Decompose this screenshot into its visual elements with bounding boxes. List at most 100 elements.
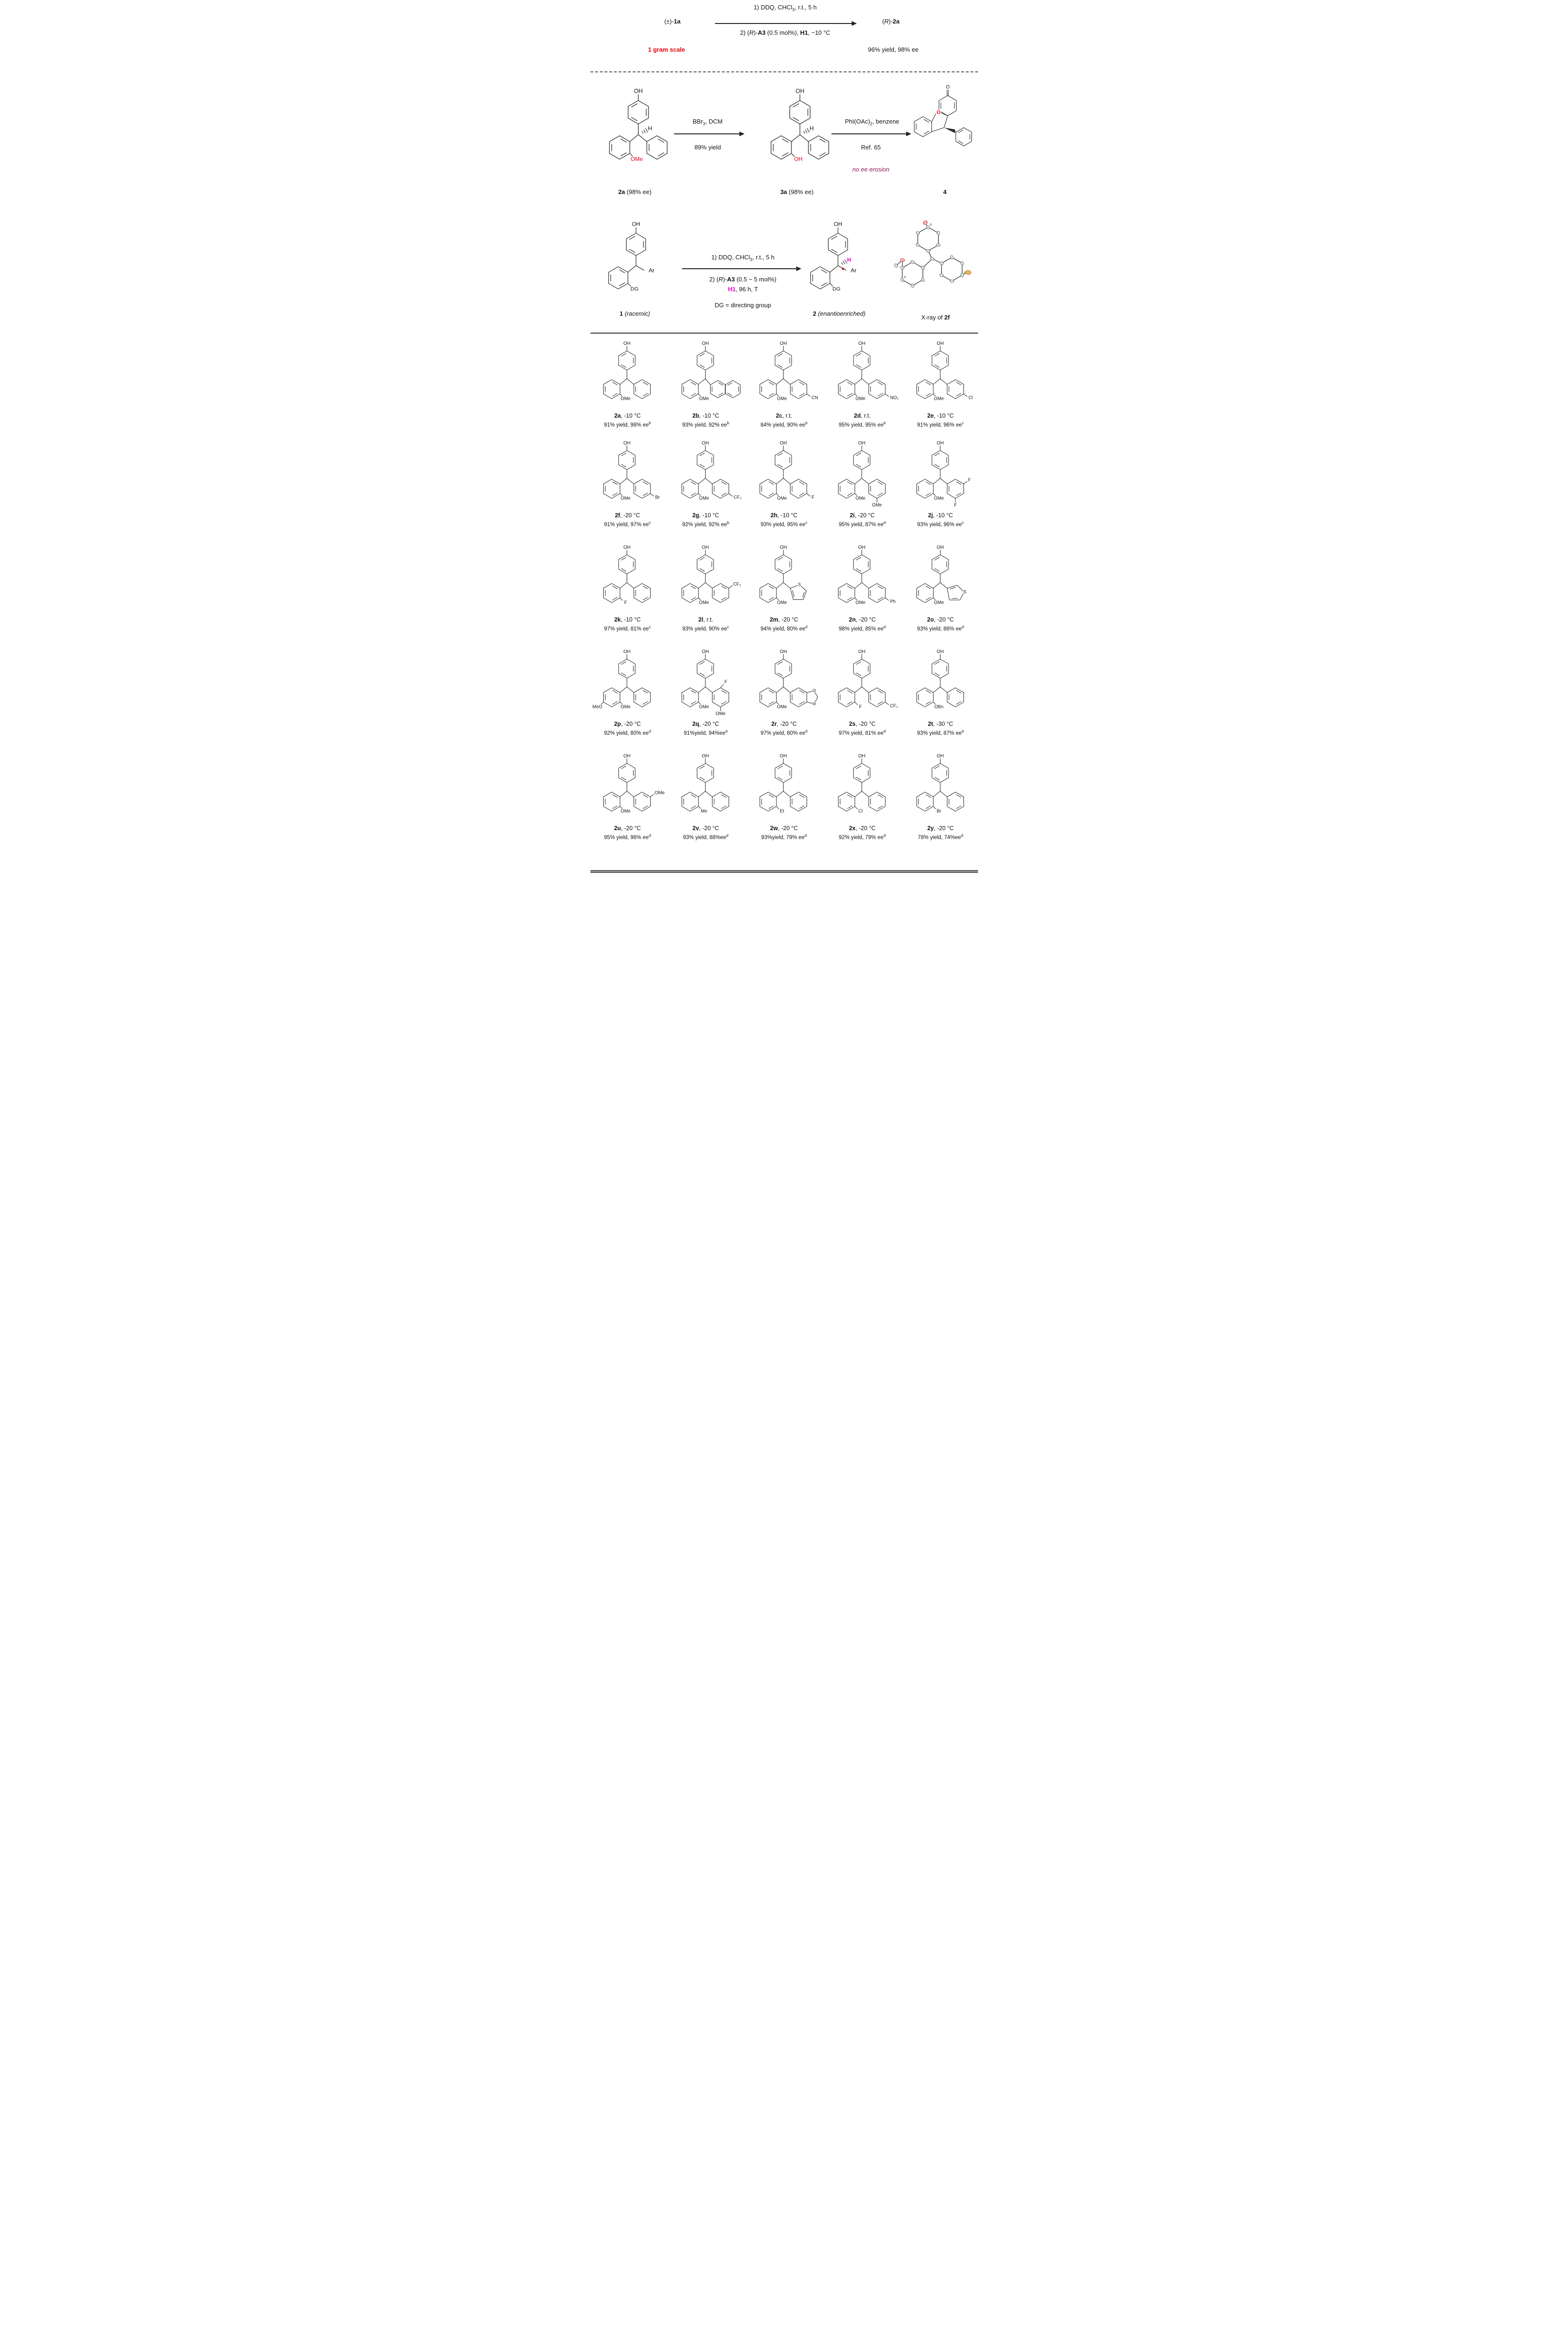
- svg-text:Ar: Ar: [850, 267, 856, 273]
- compound-id-temp: 2i, -20 °C: [850, 512, 875, 519]
- svg-text:CF₃: CF₃: [734, 495, 742, 500]
- svg-text:OH: OH: [780, 441, 787, 446]
- svg-text:OH: OH: [623, 545, 630, 550]
- compound-cell-2o: OHOMeS2o, -20 °C93% yield, 86% eed: [901, 539, 980, 644]
- svg-text:OH: OH: [795, 88, 804, 94]
- svg-text:OH: OH: [780, 649, 787, 654]
- svg-text:*: *: [841, 266, 844, 274]
- compound-structure-2y: OHBr: [902, 751, 979, 821]
- svg-text:OH: OH: [623, 649, 630, 654]
- compound-cell-2h: OHOMeF2h, -10 °C93% yield, 95% eec: [745, 435, 823, 539]
- svg-text:OMe: OMe: [699, 496, 709, 501]
- svg-text:NO₂: NO₂: [890, 396, 899, 401]
- svg-text:F: F: [968, 478, 970, 483]
- general-conditions-line3: H1, 96 h, T: [687, 286, 800, 293]
- svg-text:OMe: OMe: [699, 600, 709, 605]
- compound-cell-2s: OHFCF₃2s, -20 °C97% yield, 81% eed: [823, 644, 901, 748]
- svg-text:OH: OH: [858, 441, 865, 446]
- compound-cell-2d: OHOMeNO₂2d, r.t.95% yield, 95% eeb: [823, 335, 901, 435]
- svg-text:OMe: OMe: [855, 496, 865, 501]
- compound-cell-2r: OHOMeOO2r, -20 °C97% yield, 80% eed: [745, 644, 823, 748]
- compound-structure-2m: OHOMeS: [745, 543, 822, 612]
- svg-text:Ar: Ar: [648, 267, 654, 273]
- svg-text:OH: OH: [858, 754, 865, 759]
- xray-caption: X-ray of 2f: [896, 314, 976, 321]
- svg-text:OMe: OMe: [630, 156, 643, 162]
- compound-structure-2n: OH OMe Ph: [824, 543, 900, 612]
- svg-text:OMe: OMe: [934, 496, 944, 501]
- compound-result: 95% yield, 95% eeb: [839, 420, 886, 428]
- step1-arrow: [674, 133, 744, 134]
- compound-structure-2h: OH OMe F: [745, 438, 822, 508]
- compound-result: 97% yield, 81% eec: [604, 624, 651, 632]
- reactant-label: (±)-1a: [649, 18, 696, 25]
- svg-text:OH: OH: [623, 754, 630, 759]
- svg-text:OH: OH: [937, 754, 944, 759]
- svg-text:OMe: OMe: [621, 809, 631, 814]
- svg-text:OH: OH: [858, 341, 865, 346]
- compound-result: 98% yield, 85% eed: [839, 624, 886, 632]
- compound-result: 95% yield, 87% eed: [839, 520, 886, 528]
- svg-text:O: O: [813, 701, 816, 706]
- svg-text:OBn: OBn: [934, 704, 943, 709]
- compound-cell-2l: OHOMeCF₃2l, r.t.93% yield, 90% eec: [667, 539, 745, 644]
- svg-text:O: O: [936, 109, 940, 115]
- compound-id-temp: 2w, -20 °C: [770, 825, 798, 832]
- compound-structure-2k: OHF: [589, 543, 666, 612]
- compound-result: 92% yield, 80% eed: [604, 729, 651, 736]
- structure-2a: OHHOMe: [592, 86, 686, 173]
- compound-structure-2d: OH OMe NO₂: [824, 339, 900, 408]
- compound-result: 84% yield, 90% eeb: [761, 420, 807, 428]
- compound-cell-2u: OHOMeOMe2u, -20 °C95% yield, 96% eed: [589, 748, 667, 859]
- structure-4-label: 4: [912, 188, 978, 195]
- svg-text:OMe: OMe: [872, 503, 882, 508]
- svg-text:Ph: Ph: [890, 599, 896, 605]
- svg-text:OMe: OMe: [699, 704, 709, 709]
- compound-result: 91% yield, 96% eec: [917, 420, 964, 428]
- compound-cell-2e: OHOMeCl2e, -10 °C91% yield, 96% eec: [901, 335, 980, 435]
- compound-cell-2x: OHCl2x, -20 °C92% yield, 79% eed: [823, 748, 901, 859]
- compound-cell-2v: OHMe2v, -20 °C93% yield, 88%eed: [667, 748, 745, 859]
- svg-text:OH: OH: [858, 545, 865, 550]
- svg-text:OMe: OMe: [777, 496, 787, 501]
- svg-text:OMe: OMe: [655, 791, 665, 796]
- compound-id-temp: 2f, -20 °C: [615, 512, 640, 519]
- general-arrow: [682, 268, 800, 269]
- scope-row-5: OHOMeOMe2u, -20 °C95% yield, 96% eedOHMe…: [588, 748, 980, 859]
- svg-text:OMe: OMe: [934, 600, 944, 605]
- compound-structure-2s: OHFCF₃: [824, 647, 900, 716]
- scope-row-4: OHOMeMeO2p, -20 °C92% yield, 80% eedOHOM…: [588, 644, 980, 748]
- compound-cell-2g: OHOMeCF₃2g, -10 °C92% yield, 92% eeb: [667, 435, 745, 539]
- compound-structure-2f: OHOMeBr: [589, 438, 666, 508]
- svg-text:Br: Br: [655, 495, 660, 500]
- structure-3a: OHHOH: [753, 86, 847, 173]
- compound-structure-2x: OHCl: [824, 751, 900, 821]
- step2-note: no ee erosion: [828, 166, 915, 173]
- svg-text:O: O: [813, 688, 816, 693]
- svg-text:OH: OH: [937, 441, 944, 446]
- compound-cell-2t: OHOBn2t, -30 °C93% yield, 87% eee: [901, 644, 980, 748]
- compound-result: 91%yield, 94%eee: [684, 729, 728, 736]
- compound-cell-2p: OHOMeMeO2p, -20 °C92% yield, 80% eed: [589, 644, 667, 748]
- conditions-line1: 1) DDQ, CHCl3, r.t., 5 h: [715, 4, 856, 12]
- svg-text:DG: DG: [630, 286, 638, 292]
- compound-structure-2t: OH OBn: [902, 647, 979, 716]
- svg-text:OH: OH: [937, 649, 944, 654]
- compound-id-temp: 2b, -10 °C: [692, 412, 719, 419]
- svg-text:DG: DG: [832, 286, 840, 292]
- compound-cell-2j: OHOMeFF2j, -10 °C93% yield, 96% eec: [901, 435, 980, 539]
- compound-structure-2q: OHOMeFOMe: [668, 647, 744, 716]
- compound-result: 94% yield, 80% eed: [761, 624, 807, 632]
- svg-text:Et: Et: [780, 809, 784, 814]
- svg-text:OMe: OMe: [855, 396, 865, 401]
- compound-result: 91% yield, 97% eec: [604, 520, 651, 528]
- svg-text:F: F: [812, 495, 815, 500]
- deprotection-scheme: OHHOMe 2a (98% ee) BBr3, DCM 89% yield O…: [588, 74, 980, 212]
- svg-text:OH: OH: [780, 341, 787, 346]
- compound-cell-2i: OHOMeOMe2i, -20 °C95% yield, 87% eed: [823, 435, 901, 539]
- compound-result: 93% yield, 87% eee: [917, 729, 964, 736]
- svg-text:OMe: OMe: [855, 600, 865, 605]
- compound-structure-2b: OHOMe: [668, 339, 744, 408]
- compound-result: 78% yield, 74%eed: [918, 833, 963, 840]
- compound-id-temp: 2h, -10 °C: [770, 512, 797, 519]
